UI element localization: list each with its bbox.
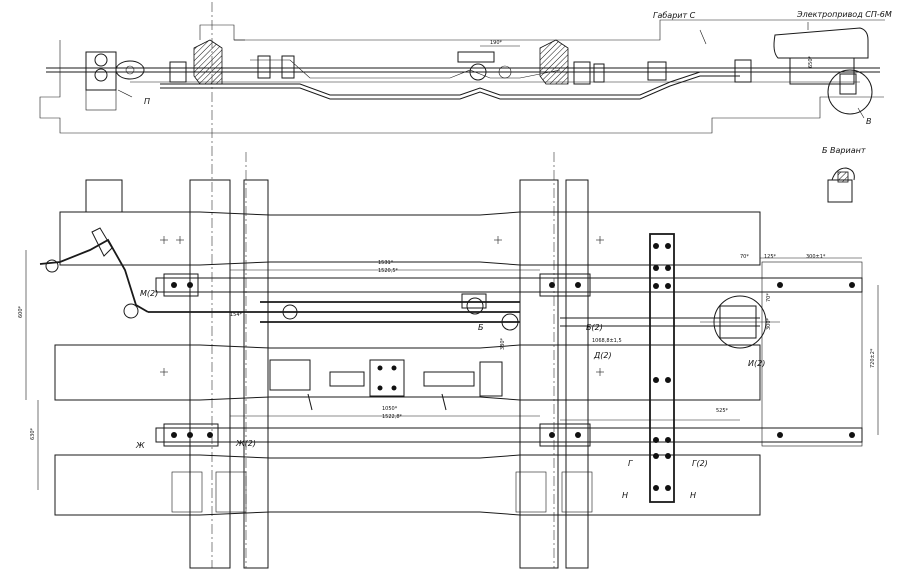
dim-300b: 300*: [766, 317, 772, 330]
label-n2: Н: [690, 491, 696, 500]
label-zh: Ж: [135, 441, 145, 450]
dim-70a: 70*: [740, 254, 749, 260]
label-b2: Б(2): [586, 323, 603, 332]
label-p: П: [144, 97, 150, 106]
dim-525: 525*: [716, 408, 729, 414]
dim-600: 600*: [18, 305, 24, 318]
side-view: [39, 19, 885, 134]
dim-1531: 1531*: [378, 260, 394, 266]
plan-view: [25, 2, 879, 569]
label-g: Г: [628, 459, 633, 468]
dim-1520: 1520,5*: [378, 268, 398, 274]
label-v: В: [866, 117, 872, 126]
dim-380: 380*: [500, 337, 506, 350]
dim-300041: 300±1*: [806, 254, 826, 260]
label-drive: Электропривод СП-6М: [796, 10, 892, 19]
label-i2: И(2): [748, 359, 765, 368]
dim-650: 650*: [808, 55, 814, 68]
dim-1050: 1050*: [382, 406, 398, 412]
label-m2: М(2): [140, 289, 158, 298]
label-gabarit: Габарит С: [653, 11, 696, 20]
dim-190: 190*: [490, 40, 503, 46]
label-zh2: Ж(2): [235, 439, 256, 448]
label-b: Б: [478, 323, 484, 332]
dim-154: 154*: [230, 312, 243, 318]
dim-630: 630*: [30, 427, 36, 440]
label-variant: Б Вариант: [822, 146, 866, 155]
dim-70b: 70*: [766, 293, 772, 302]
dim-1522: 1522,8*: [382, 414, 402, 420]
variant-detail: [827, 167, 855, 203]
dim-720: 720±2*: [870, 348, 876, 368]
label-n1: Н: [622, 491, 628, 500]
dim-125: 125*: [764, 254, 777, 260]
label-g2: Г(2): [692, 459, 708, 468]
label-d2: Д(2): [593, 351, 612, 360]
dim-1068: 1068,8±1,5: [592, 338, 622, 344]
